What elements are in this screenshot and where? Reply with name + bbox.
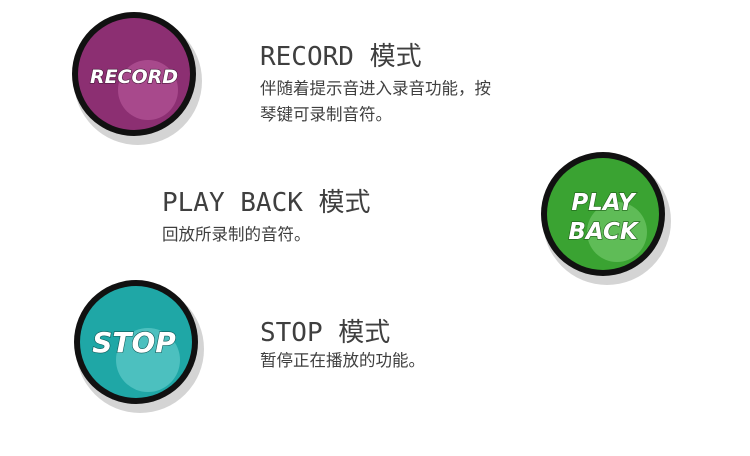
playback-button-highlight [587, 202, 647, 262]
stop-mode-section: STOP STOP 模式 暂停正在播放的功能。 [0, 276, 750, 456]
record-button[interactable]: RECORD [72, 8, 208, 145]
playback-button-label-line-1: PLAY [571, 190, 637, 216]
playback-mode-title: PLAY BACK 模式 [162, 188, 371, 218]
stop-button[interactable]: STOP [74, 276, 210, 413]
record-button-highlight [118, 60, 178, 120]
playback-mode-description-line-1: 回放所录制的音符。 [162, 225, 311, 244]
stop-button-label: STOP [92, 326, 176, 359]
stop-mode-title: STOP 模式 [260, 318, 391, 348]
record-mode-section: RECORD RECORD 模式 伴随着提示音进入录音功能，按 琴键可录制音符。 [0, 0, 750, 150]
stop-button-highlight [116, 328, 180, 392]
record-mode-description-line-1: 伴随着提示音进入录音功能，按 [260, 79, 491, 98]
stop-mode-description-line-1: 暂停正在播放的功能。 [260, 351, 425, 370]
record-mode-description-line-2: 琴键可录制音符。 [260, 105, 392, 124]
playback-button-label-line-2: BACK [568, 219, 640, 245]
record-mode-title: RECORD 模式 [260, 42, 422, 72]
playback-button[interactable]: PLAY BACK [541, 148, 677, 285]
record-button-label: RECORD [90, 66, 178, 88]
playback-mode-section: PLAY BACK 模式 回放所录制的音符。 PLAY BACK [0, 150, 750, 290]
